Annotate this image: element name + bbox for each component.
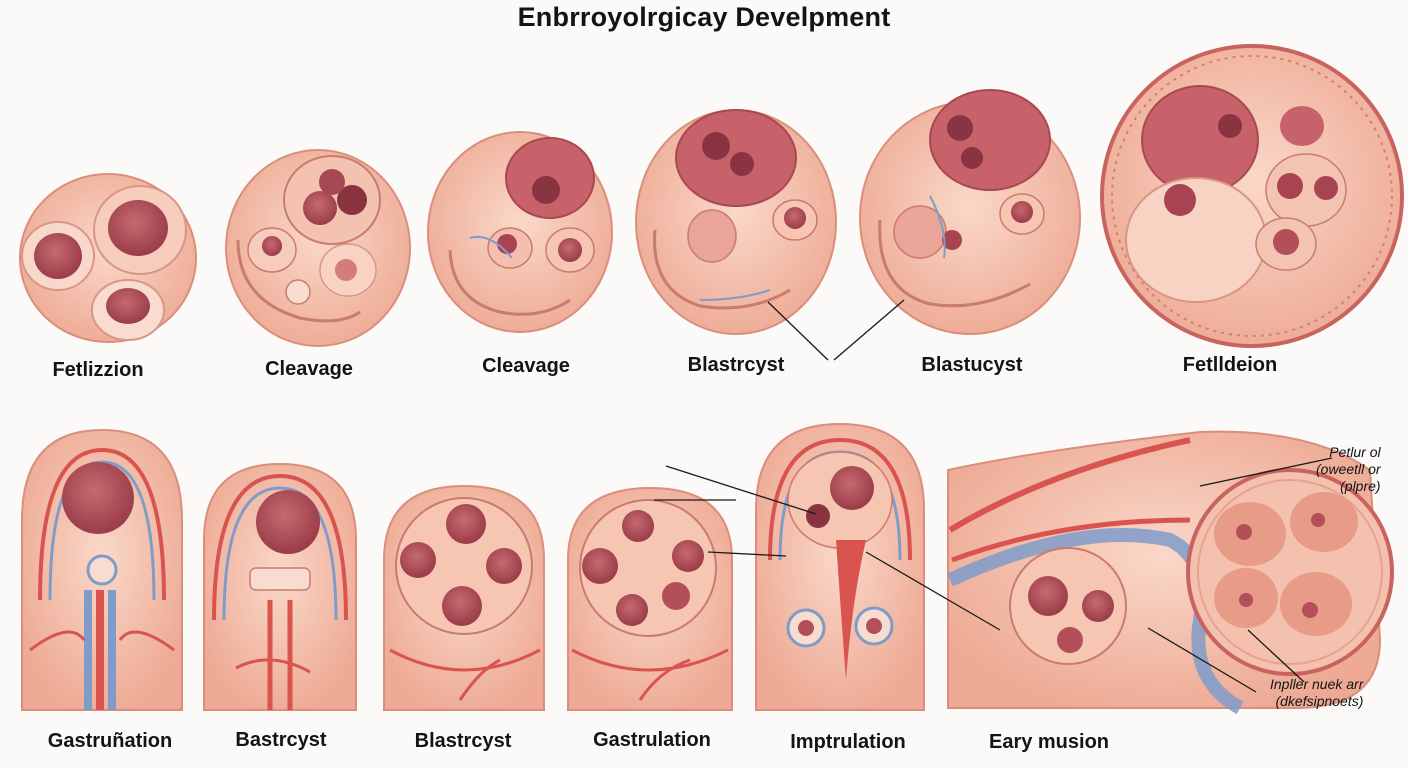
- stage-fertilization-illustration: [19, 173, 197, 343]
- stage-cleavage-illustration-1: [225, 149, 411, 347]
- stage-implantation-illustration: [755, 422, 925, 711]
- leader-line: [833, 299, 905, 361]
- page-title: Enbrroyolrgicay Develpment: [517, 2, 891, 32]
- stage-blastocyst-illustration-4: [383, 484, 545, 711]
- stage-blastocyst-illustration-2: [859, 89, 1081, 335]
- stage-gastrulation-illustration-1: [21, 428, 183, 711]
- stage-label-blastocyst: Bastrcyst: [235, 729, 327, 751]
- callout-line: Inpller nuek arr: [1270, 676, 1364, 692]
- stage-early-illustration: [947, 430, 1394, 715]
- callout-line: Petlur ol: [1329, 444, 1381, 460]
- callout-line: (plpre): [1340, 478, 1381, 494]
- callout-line: (oweetll or: [1316, 461, 1381, 477]
- stage-label-gastrulation: Gastruñation: [47, 730, 173, 752]
- stage-label-implantation: Imptrulation: [790, 731, 906, 753]
- stage-gastrulation-illustration-2: [567, 486, 733, 711]
- leader-line: [767, 301, 829, 361]
- stage-label-early: Eary musion: [988, 731, 1110, 753]
- stage-cleavage-illustration-2: [427, 131, 613, 333]
- callout-line: (dkefsipnoets): [1275, 693, 1364, 709]
- leader-line: [865, 551, 1001, 631]
- callout-upper: Petlur ol (oweetll or (plpre): [1316, 444, 1381, 495]
- callout-lower: Inpller nuek arr (dkefsipnoets): [1270, 676, 1363, 710]
- stage-fertilization-illustration-2: [1100, 44, 1404, 348]
- stage-label-blastocyst: Blastucyst: [921, 354, 1023, 376]
- stage-label-blastocyst: Blastrcyst: [687, 354, 785, 376]
- leader-line: [1147, 627, 1257, 693]
- stage-label-fertilization: Fetlldeion: [1182, 354, 1278, 376]
- stage-blastocyst-illustration-3: [203, 462, 357, 711]
- leader-line: [1199, 457, 1333, 487]
- stage-label-cleavage: Cleavage: [265, 358, 353, 380]
- stage-label-cleavage: Cleavage: [482, 355, 570, 377]
- leader-line: [707, 551, 787, 557]
- leader-line: [1247, 629, 1305, 683]
- stage-label-blastocyst: Blastrcyst: [414, 730, 512, 752]
- leader-line: [665, 465, 817, 515]
- stage-label-gastrulation: Gastrulation: [593, 729, 711, 751]
- stage-blastocyst-illustration-1: [635, 109, 837, 335]
- stage-label-fertilization: Fetlizzion: [52, 359, 144, 381]
